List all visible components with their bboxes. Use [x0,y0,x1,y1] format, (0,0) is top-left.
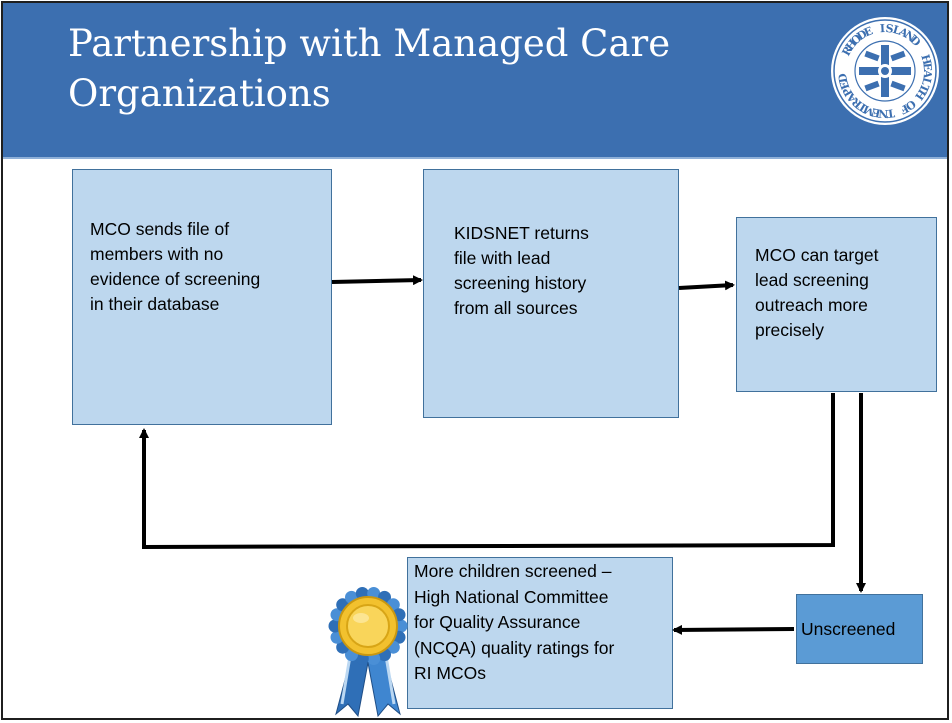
svg-text:M: M [861,102,877,119]
svg-text:D: D [836,72,851,84]
outcome-text-line: High National Committee [414,586,609,607]
step-text-line: MCO can target [755,245,879,265]
svg-text:L: L [891,23,902,38]
outcome-more-children-screened: More children screened – High National C… [407,557,673,709]
outcome-text-line: (NCQA) quality ratings for [414,637,615,658]
svg-text:E: E [871,105,882,119]
step-text-line: from all sources [454,298,578,318]
step-mco-targets-outreach: MCO can target lead screening outreach m… [736,217,937,392]
svg-text:H: H [918,53,933,66]
svg-text:N: N [878,107,889,120]
step-unscreened: Unscreened [796,594,923,664]
title-bar: Partnership with Managed Care Organizati… [3,3,947,159]
step-text-line: precisely [755,320,825,340]
svg-text:I: I [880,22,886,35]
arrow-feedback-loop [139,393,835,550]
step-mco-sends-file: MCO sends file of members with no eviden… [72,169,332,425]
svg-text:L: L [919,76,934,87]
svg-text:E: E [837,79,852,91]
step-kidsnet-returns-file: KIDSNET returns file with lead screening… [423,169,679,418]
slide-title-line-1: Partnership with Managed Care [68,22,671,65]
step-text-line: evidence of screening [90,269,261,289]
unscreened-label: Unscreened [801,619,896,639]
step-text-line: in their database [90,294,220,314]
svg-text:E: E [920,62,934,72]
slide-title-line-2: Organizations [68,72,331,115]
arrow-box1-to-box2 [331,275,423,286]
award-ribbon-icon [328,587,408,718]
outcome-text-line: More children screened – [414,561,612,581]
outcome-text-line: for Quality Assurance [414,612,581,632]
slide-title: Partnership with Managed Care Organizati… [68,19,788,119]
outcome-text-line: RI MCOs [414,663,486,683]
step-text-line: KIDSNET returns [454,223,589,243]
arrow-box2-to-box3 [678,280,735,291]
svg-text:T: T [885,106,896,120]
svg-text:A: A [921,68,935,79]
step-text-line: screening history [454,273,587,293]
svg-text:S: S [885,22,894,36]
step-text-line: MCO sends file of [90,219,230,239]
step-text-line: file with lead [454,248,551,268]
arrow-unscreened-to-outcome [672,624,795,635]
step-text-line: members with no [90,244,224,264]
step-text-line: lead screening [755,270,869,290]
step-text-line: outreach more [755,295,868,315]
